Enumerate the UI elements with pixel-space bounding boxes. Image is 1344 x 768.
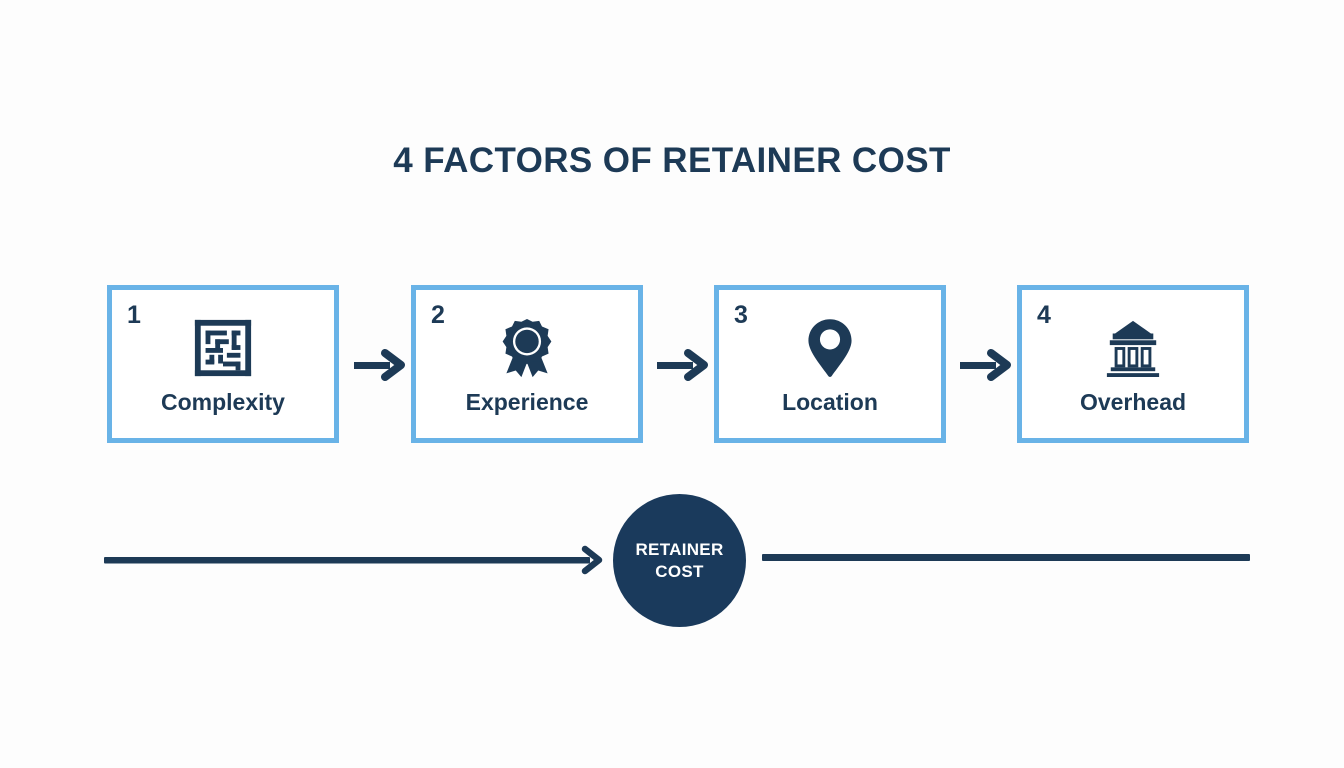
factor-number: 4 (1037, 301, 1051, 329)
hub-label-line-2: COST (655, 561, 704, 581)
factor-label: Overhead (1079, 389, 1187, 415)
factor-number: 3 (734, 301, 748, 329)
factor-label: Experience (465, 389, 589, 415)
factor-card-experience[interactable]: 2 Experience (411, 285, 643, 443)
hub-label-line-1: RETAINER (635, 539, 724, 559)
map-pin-icon (719, 312, 941, 384)
flow-line-from-hub (762, 554, 1250, 561)
factor-number: 2 (431, 301, 445, 329)
page-title: 4 FACTORS OF RETAINER COST (393, 141, 951, 180)
arrow-right-icon (352, 347, 408, 383)
factor-label: Location (782, 389, 878, 415)
arrow-right-icon (655, 347, 711, 383)
factor-number: 1 (127, 301, 141, 329)
arrow-right-icon (958, 347, 1014, 383)
factor-card-complexity[interactable]: 1 (107, 285, 339, 443)
factor-card-location[interactable]: 3 Location (714, 285, 946, 443)
retainer-cost-hub[interactable]: RETAINER COST (613, 494, 746, 627)
bank-building-icon (1022, 312, 1244, 384)
award-ribbon-icon (416, 312, 638, 384)
maze-icon (112, 312, 334, 384)
factor-label: Complexity (161, 389, 285, 415)
factor-card-overhead[interactable]: 4 (1017, 285, 1249, 443)
flow-arrow-to-hub (104, 543, 604, 577)
